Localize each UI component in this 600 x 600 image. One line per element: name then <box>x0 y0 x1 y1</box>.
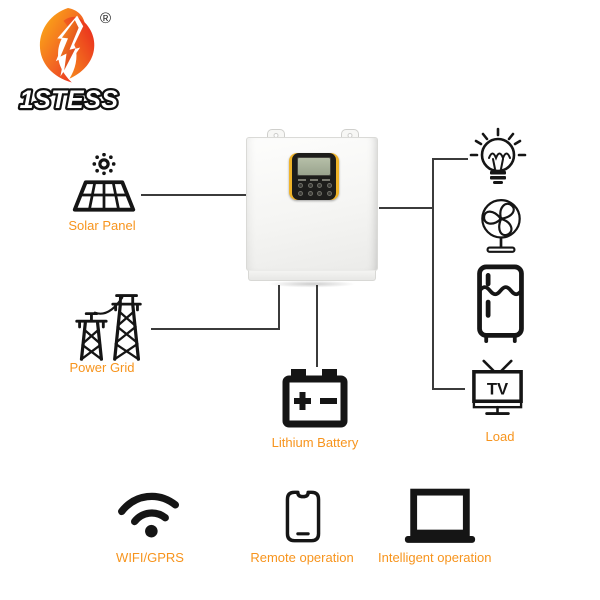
connector-inverter-to-loadbus <box>379 207 433 209</box>
solar-panel-label: Solar Panel <box>68 218 136 233</box>
logo-wordmark: 1STESS <box>17 84 120 114</box>
tv-screen-text: TV <box>487 379 509 398</box>
connector-grid-horizontal <box>151 328 280 330</box>
power-grid-icon <box>75 294 142 361</box>
connector-bus-to-bulb <box>434 158 468 160</box>
wifi-icon <box>118 492 180 538</box>
car-battery-icon <box>282 369 348 428</box>
inverter-control-panel <box>289 153 339 200</box>
menu-marks <box>298 179 330 181</box>
flame-logo-icon <box>39 8 95 83</box>
smartphone-icon <box>285 490 321 543</box>
inverter-shadow <box>250 279 374 289</box>
connector-grid-vertical <box>278 285 280 330</box>
mounting-tab-right <box>341 129 359 139</box>
button-row-top <box>298 183 332 188</box>
connector-inverter-to-battery <box>316 285 318 367</box>
button-row-bottom <box>298 191 332 196</box>
mounting-tab-left <box>267 129 285 139</box>
lcd-display <box>297 157 331 176</box>
battery-label: Lithium Battery <box>271 435 359 450</box>
tv-icon: TV <box>472 359 523 416</box>
wifi-gprs-label: WIFI/GPRS <box>116 550 184 565</box>
solar-inverter-unit <box>246 128 378 292</box>
connector-bus-to-tv <box>434 388 465 390</box>
inverter-base <box>248 270 376 281</box>
registered-trademark: ® <box>100 10 112 27</box>
refrigerator-icon <box>477 264 524 344</box>
connector-solar-to-inverter <box>141 194 246 196</box>
solar-panel-icon <box>72 153 136 212</box>
intelligent-operation-label: Intelligent operation <box>378 550 492 565</box>
laptop-icon <box>404 488 476 543</box>
control-panel-face <box>292 153 336 200</box>
remote-operation-label: Remote operation <box>250 550 354 565</box>
fan-icon <box>481 199 521 253</box>
logo-text: 1STESS <box>20 86 119 114</box>
connector-load-bus <box>432 158 434 390</box>
light-bulb-icon <box>469 127 527 184</box>
load-label: Load <box>485 429 515 444</box>
power-grid-label: Power Grid <box>69 360 135 375</box>
